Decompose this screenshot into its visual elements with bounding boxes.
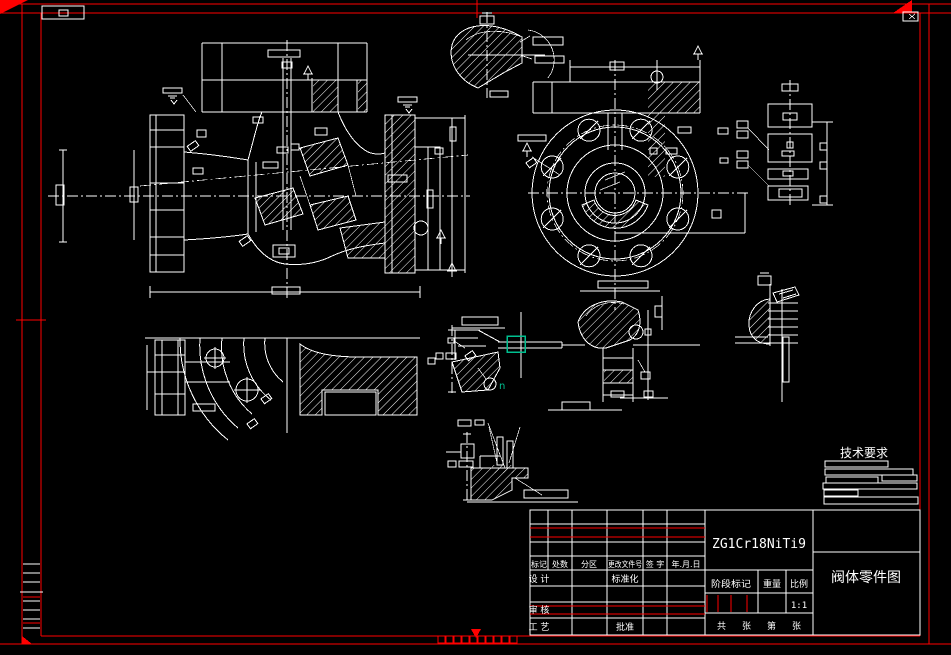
header-zone: 分区 [581,560,597,569]
plot-stamp-icon [902,11,919,22]
role-audit: 审 核 [529,604,550,616]
stem-stack-detail-view [736,80,833,207]
title-block: ZG1Cr18NiTi9 阀体零件图 标记 处数 分区 更改文件号 签 字 年.… [529,509,921,636]
role-design: 设 计 [529,573,550,585]
guide-detail-view [548,296,700,411]
weight-label: 重量 [763,578,781,590]
main-section-view [48,40,470,300]
detail-label: n [499,381,505,392]
seat-detail-view: n [435,312,585,395]
centering-marks [16,0,481,638]
header-change-doc: 更改文件号 [608,559,642,569]
border-lines [0,3,951,645]
sheet-count: 共 张 第 张 [717,620,801,632]
scale-label: 比例 [790,578,808,590]
header-mark: 标记 [531,559,547,569]
cone-detail-view [450,12,565,98]
flange-face-view [517,45,750,310]
grid-ruler [20,563,43,629]
drawing-title: 阀体零件图 [831,570,901,586]
title-block-red-overlays [530,527,748,615]
header-date: 年.月.日 [671,559,700,569]
bottom-view [145,337,436,441]
hook-section-detail-view [735,272,800,402]
title-block-grid [529,509,921,636]
tech-requirements-title: 技术要求 [840,446,888,460]
tech-requirements: 技术要求 [822,446,919,505]
tech-req-line-boxes [822,460,919,505]
scale-value: 1:1 [791,601,807,611]
packing-detail-view [446,419,578,503]
role-approve: 批准 [616,621,634,633]
role-standardization: 标准化 [611,573,638,585]
role-craft: 工 艺 [529,622,550,633]
material-spec: ZG1Cr18NiTi9 [712,537,806,552]
sheet-locator-box [41,5,85,20]
bottom-ruler-comb [437,635,518,644]
stage-mark-label: 阶段标记 [711,578,751,590]
corner-triangles [0,0,912,644]
header-signature: 签 字 [646,559,665,569]
selection-highlight[interactable] [506,335,526,353]
header-count: 处数 [552,559,568,569]
